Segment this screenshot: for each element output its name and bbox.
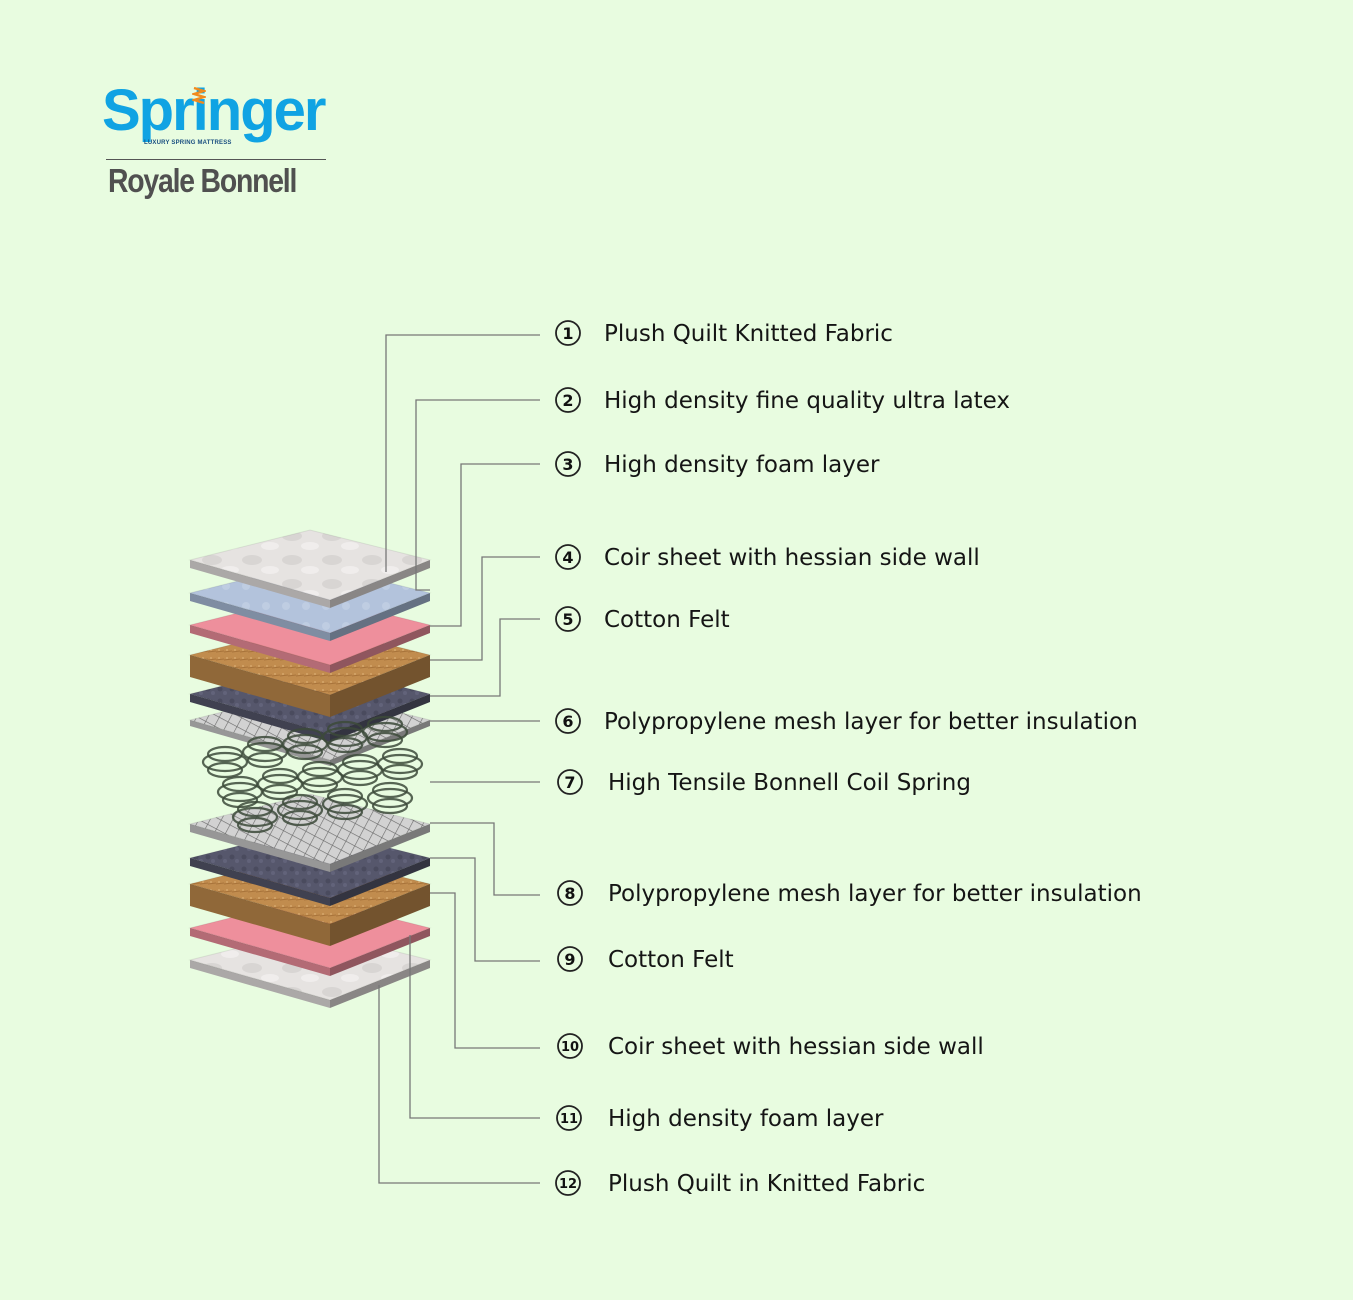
- callout-number: 6: [562, 712, 573, 731]
- callout-label: Plush Quilt Knitted Fabric: [604, 321, 893, 347]
- callout-number: 7: [564, 773, 575, 792]
- callout-label: Cotton Felt: [608, 947, 734, 973]
- coil-1: [201, 745, 249, 779]
- callout-label: Cotton Felt: [604, 607, 730, 633]
- callout-number-circle: [555, 451, 581, 477]
- callout-number-circle: [555, 1170, 581, 1196]
- brand-logo: Springer LUXURY SPRING MATTRESS Royale B…: [100, 82, 332, 212]
- callout-number: 4: [562, 548, 573, 567]
- leader-line-2: [415, 399, 540, 591]
- callout-label: Coir sheet with hessian side wall: [604, 545, 980, 571]
- brand-name: Springer: [102, 78, 326, 143]
- callout-number-circle: [556, 1105, 582, 1131]
- callout-label: Coir sheet with hessian side wall: [608, 1034, 984, 1060]
- callout-label: High density foam layer: [608, 1106, 884, 1132]
- brand-tagline: LUXURY SPRING MATTRESS: [144, 140, 232, 146]
- callout-10: 10 Coir sheet with hessian side wall: [557, 1033, 984, 1060]
- callout-3: 3 High density foam layer: [555, 451, 880, 478]
- callout-label: High density fine quality ultra latex: [604, 388, 1010, 414]
- callout-6: 6 Polypropylene mesh layer for better ins…: [555, 708, 1138, 735]
- coil-14: [366, 781, 414, 815]
- callout-number: 10: [561, 1040, 579, 1055]
- slab-mesh-bottom: [188, 793, 432, 872]
- model-name: Royale Bonnell: [108, 162, 297, 199]
- callout-number-circle: [557, 880, 583, 906]
- callout-label: High density foam layer: [604, 452, 880, 478]
- callout-number-circle: [557, 1033, 583, 1059]
- coil-springs: [201, 715, 424, 834]
- leader-line-9: [430, 857, 540, 962]
- coil-12: [276, 793, 324, 827]
- leader-line-5: [430, 618, 540, 697]
- callout-11: 11 High density foam layer: [556, 1105, 884, 1132]
- callout-number: 9: [564, 950, 575, 969]
- callout-label: High Tensile Bonnell Coil Spring: [608, 770, 971, 796]
- callout-number: 3: [562, 455, 573, 474]
- callout-5: 5 Cotton Felt: [555, 606, 730, 633]
- leader-line-10: [430, 892, 540, 1049]
- callout-number: 2: [562, 391, 573, 410]
- callout-number-circle: [555, 606, 581, 632]
- leader-line-3: [430, 463, 540, 627]
- callout-9: 9 Cotton Felt: [557, 946, 734, 973]
- callout-label: Plush Quilt in Knitted Fabric: [608, 1171, 925, 1197]
- callout-2: 2 High density fine quality ultra latex: [555, 387, 1010, 414]
- leader-line-12: [378, 985, 540, 1184]
- leader-lines: [378, 334, 540, 1184]
- callout-number: 11: [560, 1112, 578, 1127]
- brand-divider: [106, 159, 326, 160]
- leader-line-11: [409, 935, 540, 1119]
- callout-8: 8 Polypropylene mesh layer for better ins…: [557, 880, 1142, 907]
- callout-7: 7 High Tensile Bonnell Coil Spring: [557, 769, 971, 796]
- callout-number: 12: [559, 1177, 577, 1192]
- coil-9: [336, 753, 384, 787]
- callout-4: 4 Coir sheet with hessian side wall: [555, 544, 980, 571]
- callout-1: 1 Plush Quilt Knitted Fabric: [555, 320, 893, 347]
- callout-number-circle: [555, 708, 581, 734]
- callout-label: Polypropylene mesh layer for better insu…: [608, 881, 1142, 907]
- callout-number: 1: [562, 324, 573, 343]
- callout-label: Polypropylene mesh layer for better insu…: [604, 709, 1138, 735]
- callout-number-circle: [555, 320, 581, 346]
- callout-12: 12 Plush Quilt in Knitted Fabric: [555, 1170, 925, 1197]
- coil-5: [361, 715, 409, 749]
- coil-11: [231, 800, 279, 834]
- callout-number-circle: [555, 387, 581, 413]
- callout-number-circle: [557, 769, 583, 795]
- layer-slabs: [188, 529, 432, 1008]
- coil-8: [296, 760, 344, 794]
- leader-line-4: [430, 556, 540, 661]
- callout-number: 5: [562, 610, 573, 629]
- coil-13: [321, 787, 369, 821]
- callout-number-circle: [557, 946, 583, 972]
- leader-line-1: [385, 334, 540, 572]
- callout-number: 8: [564, 884, 575, 903]
- callout-number-circle: [555, 544, 581, 570]
- slab-quilt-top: [188, 529, 432, 608]
- coil-10: [376, 747, 424, 781]
- leader-line-8: [430, 822, 540, 896]
- spring-icon: [192, 86, 206, 105]
